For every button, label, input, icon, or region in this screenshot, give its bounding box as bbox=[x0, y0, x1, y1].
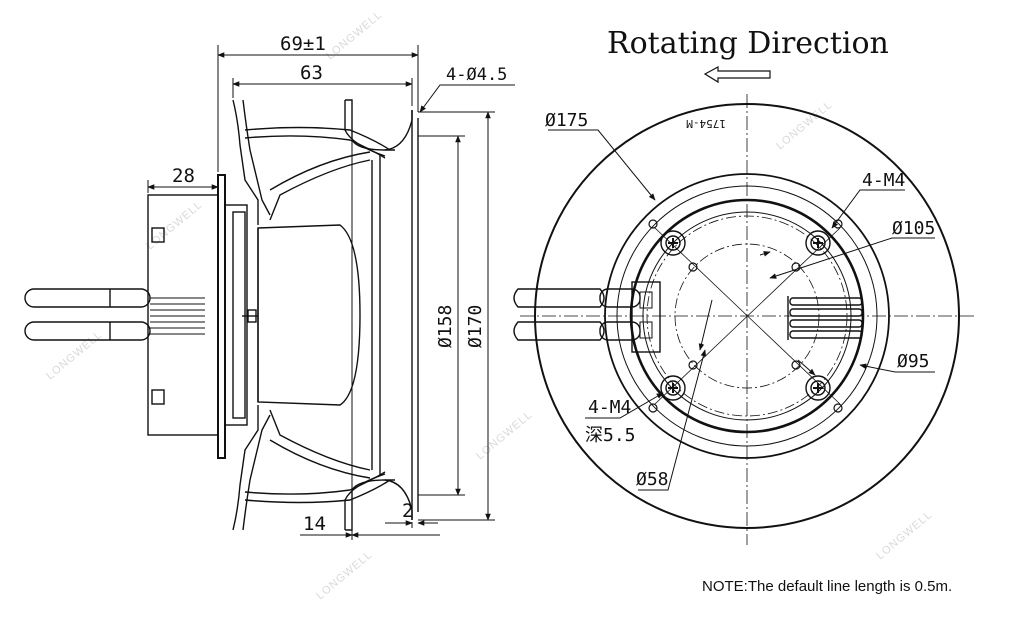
dim-width: 63 bbox=[300, 62, 323, 84]
thread-depth: 深5.5 bbox=[585, 425, 636, 446]
front-dimension-labels: Rotating Direction 1754-M Ø175 4-M4 Ø105… bbox=[545, 26, 935, 490]
dim-mount-holes: 4-Ø4.5 bbox=[446, 65, 507, 85]
rotation-arrow bbox=[703, 65, 771, 84]
cable-bottom bbox=[24, 321, 151, 341]
blade-bottom bbox=[244, 479, 391, 504]
side-dimension-labels: 69±1 63 4-Ø4.5 28 Ø158 Ø170 14 2 bbox=[172, 33, 507, 535]
mounting-plate bbox=[217, 174, 226, 459]
watermark-text: LONGWELL bbox=[474, 409, 535, 463]
front-dimensions bbox=[548, 129, 935, 491]
label-mark: 1754-M bbox=[686, 117, 726, 130]
screw-tl bbox=[660, 230, 686, 256]
dim-center: Ø58 bbox=[636, 469, 669, 490]
dim-outer-diameter: Ø175 bbox=[545, 110, 588, 131]
watermark-text: LONGWELL bbox=[44, 329, 105, 383]
front-view bbox=[513, 94, 975, 545]
dim-inlet-depth: 14 bbox=[303, 513, 326, 535]
dim-diameter-inner: Ø158 bbox=[435, 305, 456, 348]
dim-overall-width: 69±1 bbox=[280, 33, 326, 55]
screw-br bbox=[805, 375, 831, 401]
dim-diameter-outer: Ø170 bbox=[465, 305, 486, 348]
watermark-text: LONGWELL bbox=[314, 549, 375, 603]
blade-top bbox=[244, 126, 391, 151]
front-cables bbox=[513, 288, 641, 341]
watermark-text: LONGWELL bbox=[144, 199, 205, 253]
dim-flange: 2 bbox=[402, 500, 413, 522]
small-holes bbox=[648, 219, 843, 413]
screw-bl bbox=[660, 375, 686, 401]
note-text: NOTE:The default line length is 0.5m. bbox=[702, 578, 953, 595]
dim-body-depth: 28 bbox=[172, 165, 195, 187]
thread-bottom: 4-M4 bbox=[588, 397, 631, 418]
inlet-ring bbox=[384, 110, 413, 520]
cable-gland bbox=[150, 297, 205, 335]
dim-bolt-circle: Ø105 bbox=[892, 218, 935, 239]
watermark-text: LONGWELL bbox=[874, 509, 935, 563]
cable-top bbox=[24, 288, 151, 308]
rotating-direction-title: Rotating Direction bbox=[607, 26, 889, 61]
cable-connector bbox=[631, 281, 661, 353]
side-view bbox=[24, 99, 419, 531]
screw-tr bbox=[805, 230, 831, 256]
rotor bbox=[257, 224, 361, 406]
thread-top: 4-M4 bbox=[862, 170, 905, 191]
side-dimensions bbox=[147, 45, 515, 540]
cooling-fins bbox=[787, 296, 863, 340]
dim-hub: Ø95 bbox=[897, 351, 930, 372]
impeller-backplate bbox=[232, 99, 259, 531]
hub-outer bbox=[629, 198, 865, 434]
watermark-text: LONGWELL bbox=[324, 9, 385, 63]
